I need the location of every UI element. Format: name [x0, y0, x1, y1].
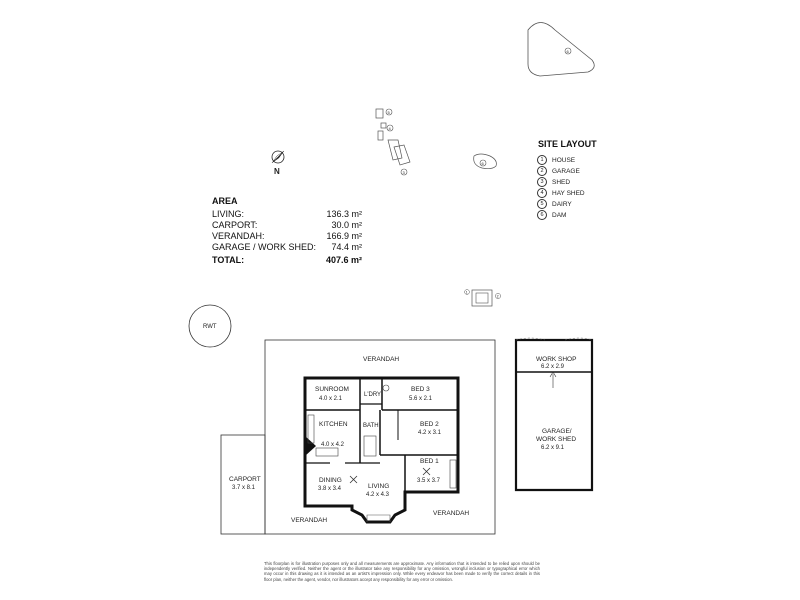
carport-dim: 3.7 x 8.1 — [232, 485, 256, 491]
garage-marker: 2 — [497, 295, 499, 299]
site-item-garage: 2 GARAGE — [537, 166, 580, 176]
bed3-name: BED 3 — [411, 386, 430, 393]
site-item-dairy: 5 DAIRY — [537, 199, 572, 209]
area-row-carport: CARPORT: 30.0 m² — [212, 220, 362, 230]
garage-name-2: WORK SHED — [536, 436, 576, 443]
kitchen-dim: 4.0 x 4.2 — [321, 442, 345, 448]
garage-name: GARAGE/ — [542, 428, 572, 435]
area-row-living: LIVING: 136.3 m² — [212, 209, 362, 219]
site-item-shed: 3 SHED — [537, 177, 570, 187]
area-row-garage: GARAGE / WORK SHED: 74.4 m² — [212, 242, 362, 252]
bed1-dim: 3.5 x 3.7 — [417, 478, 441, 484]
rainwater-tank — [188, 304, 232, 348]
bed1-name: BED 1 — [420, 458, 439, 465]
dam-marker: 6 — [567, 49, 570, 54]
dining-name: DINING — [319, 477, 342, 484]
dam-outline — [527, 22, 595, 77]
site-item-hay-shed: 4 HAY SHED — [537, 188, 585, 198]
north-label: N — [274, 167, 280, 176]
sunroom-name: SUNROOM — [315, 386, 349, 393]
dining-dim: 3.8 x 3.4 — [318, 486, 342, 492]
bed2-dim: 4.2 x 3.1 — [418, 430, 442, 436]
area-row-total: TOTAL: 407.6 m² — [212, 255, 362, 265]
site-layout-title: SITE LAYOUT — [538, 139, 597, 149]
shed-marker: 3 — [403, 170, 406, 175]
living-name: LIVING — [368, 483, 389, 490]
carport-name: CARPORT — [229, 476, 261, 483]
verandah-left-label: VERANDAH — [291, 517, 327, 524]
rwt-label: RWT — [203, 324, 217, 330]
house-marker: 1 — [466, 291, 468, 295]
area-row-verandah: VERANDAH: 166.9 m² — [212, 231, 362, 241]
garage-outline — [514, 338, 594, 492]
carport-area — [220, 434, 266, 535]
workshop-name: WORK SHOP — [536, 356, 576, 363]
verandah-top-label: VERANDAH — [363, 356, 399, 363]
hay-shed-marker: 4 — [389, 126, 392, 131]
laundry-label: L'DRY — [364, 392, 381, 398]
dairy-marker: 5 — [388, 110, 391, 115]
site-item-dam: 6 DAM — [537, 210, 566, 220]
workshop-dim: 6.2 x 2.9 — [541, 364, 565, 370]
bed2-name: BED 2 — [420, 421, 439, 428]
garage-dim: 6.2 x 9.1 — [541, 445, 565, 451]
disclaimer-text: This floorplan is for illustration purpo… — [264, 561, 540, 582]
sunroom-dim: 4.0 x 2.1 — [319, 396, 343, 402]
verandah-right-label: VERANDAH — [433, 510, 469, 517]
bed3-dim: 5.6 x 2.1 — [409, 396, 433, 402]
bath-label: BATH — [363, 423, 379, 429]
kitchen-name: KITCHEN — [319, 421, 348, 428]
dam2-marker: 6 — [482, 161, 485, 166]
site-item-house: 1 HOUSE — [537, 155, 575, 165]
house-walls — [303, 376, 460, 524]
living-dim: 4.2 x 4.3 — [366, 492, 390, 498]
north-arrow-icon — [271, 150, 285, 164]
area-title: AREA — [212, 196, 238, 206]
